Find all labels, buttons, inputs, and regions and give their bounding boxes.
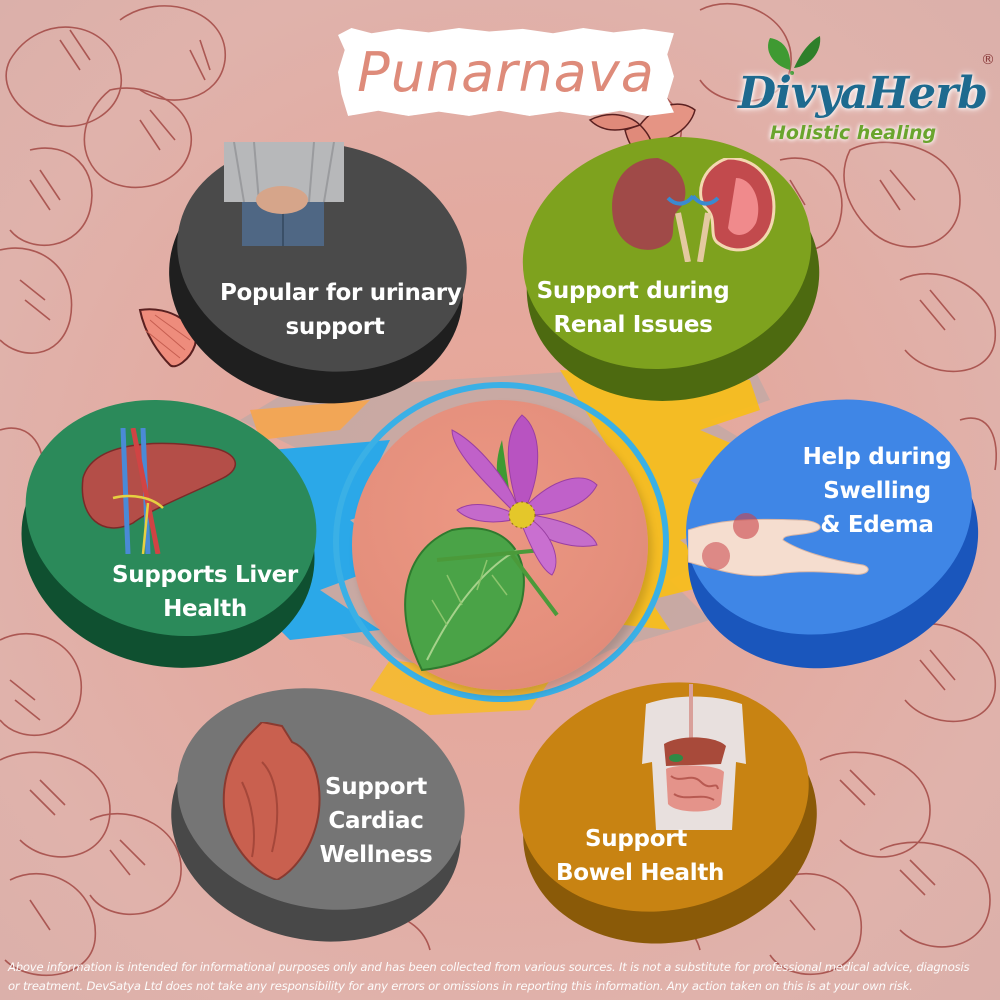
- center-disc: [352, 400, 648, 690]
- benefit-card-bowel: Support Bowel Health: [497, 656, 840, 971]
- benefit-label: Popular for urinary support: [220, 280, 462, 340]
- benefit-label: Support Cardiac Wellness: [319, 774, 433, 868]
- heart-icon: [222, 722, 321, 880]
- benefit-card-swelling: Help during Swelling & Edema: [657, 366, 1000, 702]
- page-title: Punarnava: [357, 40, 655, 104]
- benefit-card-cardiac: Support Cardiac Wellness: [149, 662, 486, 968]
- disclaimer-text: Above information is intended for inform…: [8, 958, 998, 996]
- benefit-label: Supports Liver Health: [112, 562, 298, 622]
- kidney-icon: [612, 158, 776, 262]
- liver-icon: [81, 428, 236, 554]
- punarnava-flower-icon: [404, 414, 598, 672]
- benefit-card-urinary: Popular for urinary support: [146, 116, 489, 431]
- benefit-label: Help during Swelling & Edema: [802, 444, 952, 538]
- leaf-sprout-icon: [768, 36, 821, 75]
- logo-tagline: Holistic healing: [770, 122, 937, 144]
- benefit-label: Support during Renal Issues: [536, 278, 730, 338]
- center-ring: [333, 382, 669, 702]
- benefit-card-liver: Supports Liver Health: [0, 369, 342, 699]
- title-banner: Punarnava: [338, 28, 674, 116]
- registered-mark: ®: [981, 52, 995, 68]
- digestive-system-icon: [642, 684, 746, 830]
- benefit-card-renal: Support during Renal Issues: [504, 114, 839, 424]
- brand-logo: ® DivyaHerb Holistic healing: [730, 30, 995, 155]
- logo-brand-name: DivyaHerb: [738, 68, 988, 119]
- disclaimer-line-2: or treatment. DevSatya Ltd does not take…: [8, 979, 913, 993]
- benefit-label: Support Bowel Health: [556, 826, 725, 886]
- disclaimer-line-1: Above information is intended for inform…: [8, 960, 970, 974]
- urinary-person-icon: [224, 142, 344, 246]
- swollen-hand-icon: [688, 513, 869, 577]
